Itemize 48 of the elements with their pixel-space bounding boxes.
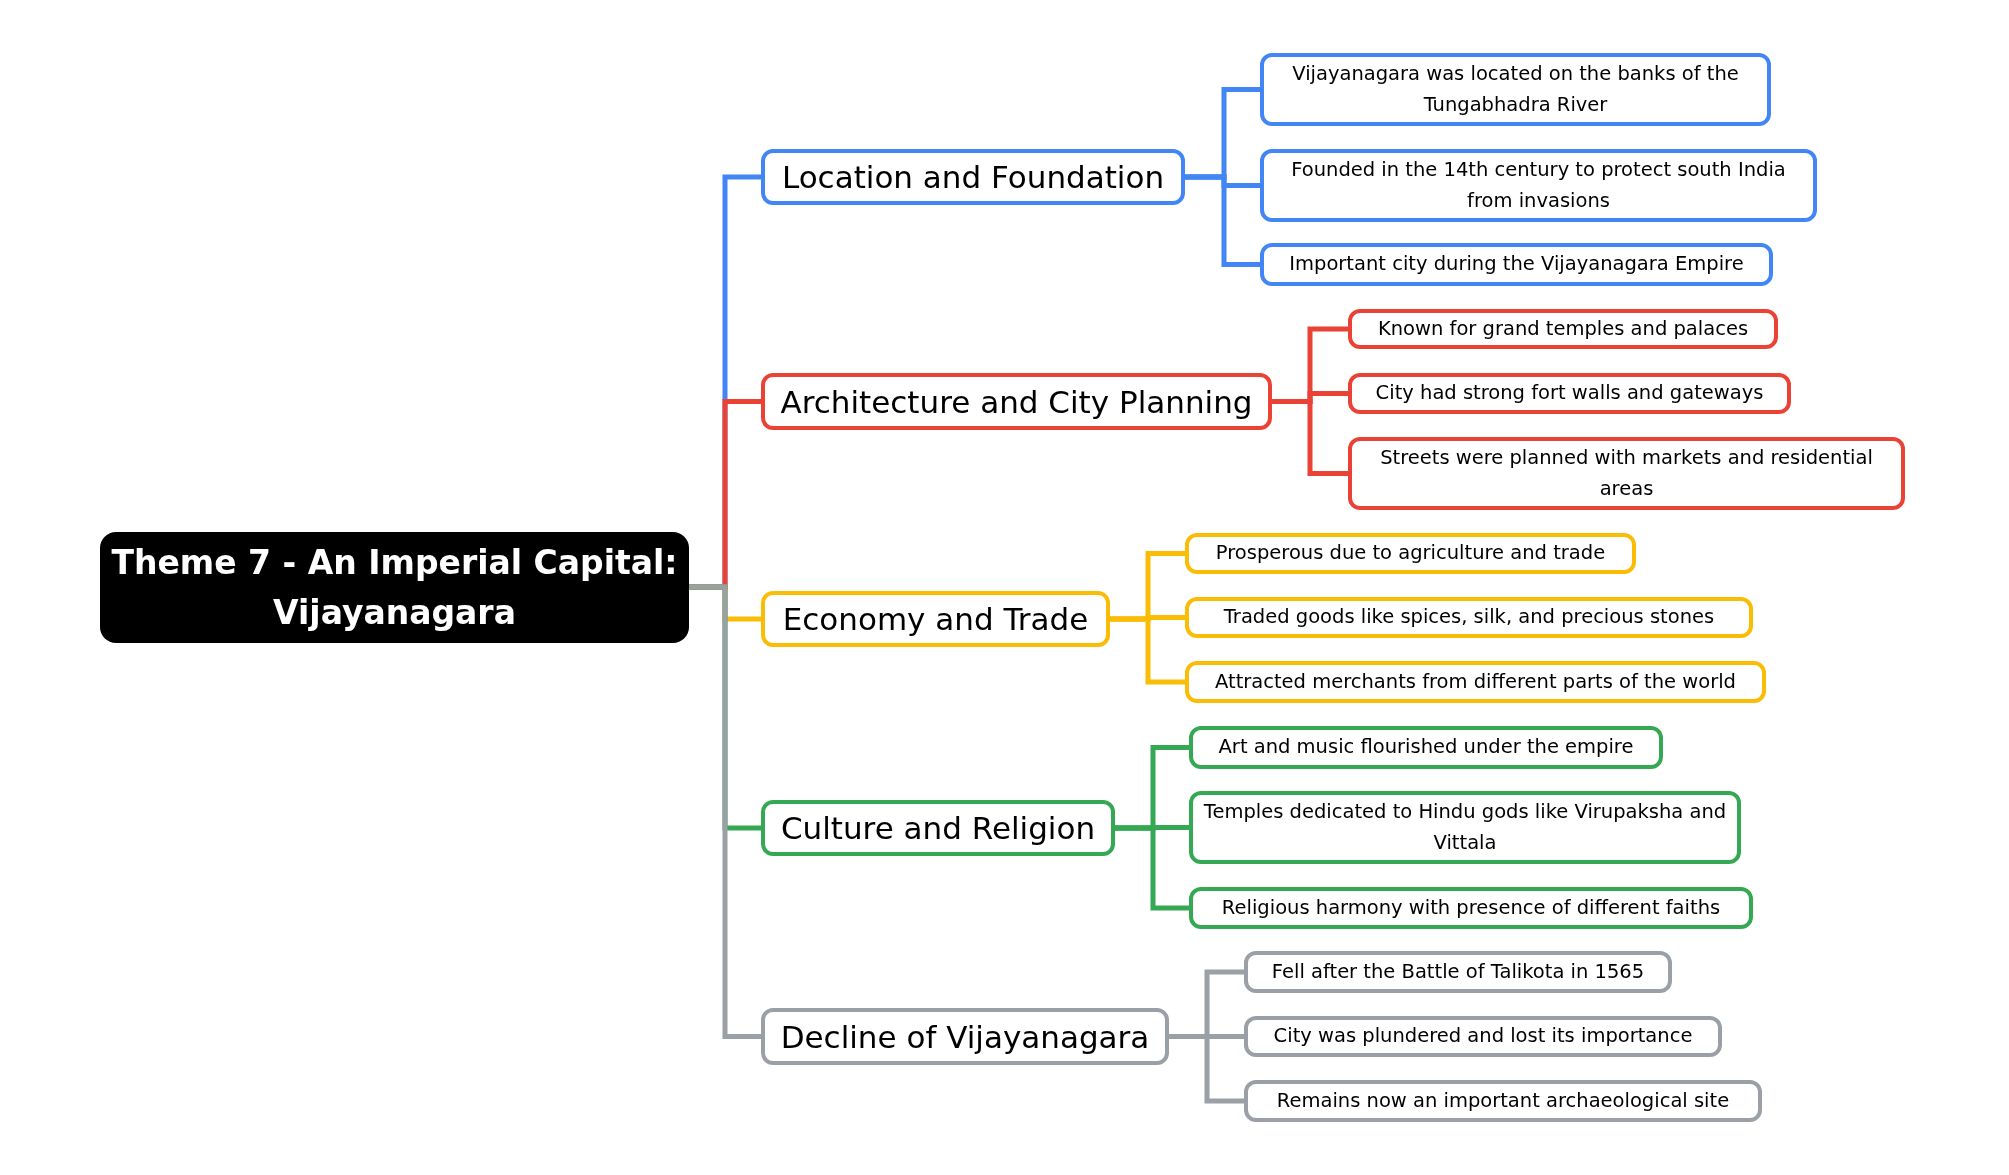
subtopic-box (1244, 1016, 1722, 1057)
topic-text: Culture and Religion (780, 810, 1096, 846)
connector-line (1272, 399, 1348, 476)
topic-text: Fell after the Battle of Talikota in 1565 (1271, 958, 1645, 985)
topic-text: Important city during the Vijayanagara Empire (1289, 251, 1744, 278)
topic-text: Temples dedicated to Hindu gods like Virupaksha and Vittala (1202, 799, 1728, 856)
topic-text: City was plundered and lost its importance (1273, 1023, 1693, 1050)
subtopic-box (1189, 887, 1753, 929)
topic-text: Vijayanagara was located on the banks of the Tungabhadra River (1291, 61, 1740, 118)
subtopic-box (1348, 309, 1778, 349)
topic-text: Religious harmony with presence of different faiths (1221, 894, 1721, 921)
central-topic-box (100, 532, 689, 643)
topic-text: Art and music flourished under the empire (1218, 734, 1634, 761)
subtopic-box (1348, 373, 1791, 414)
topic-text: Known for grand temples and palaces (1377, 315, 1749, 342)
connector-line (1185, 174, 1260, 267)
connector-line (1115, 825, 1189, 911)
subtopic-box (1260, 53, 1771, 126)
topic-text: Location and Foundation (781, 159, 1165, 195)
subtopic-box (1185, 597, 1753, 638)
topic-text: Economy and Trade (782, 601, 1089, 637)
topic-box (761, 1008, 1169, 1065)
subtopic-box (1260, 149, 1817, 222)
topic-text: Decline of Vijayanagara (780, 1018, 1150, 1055)
subtopic-box (1348, 437, 1905, 510)
connector-line (1169, 1034, 1244, 1104)
topic-text: Attracted merchants from different parts of the world (1215, 668, 1736, 695)
topic-text: Streets were planned with markets and residential areas (1379, 445, 1874, 502)
topic-box (761, 149, 1185, 205)
connector-line (689, 584, 761, 1039)
topic-box (761, 591, 1110, 647)
topic-text: Traded goods like spices, silk, and precious stones (1223, 604, 1715, 631)
topic-text: Remains now an important archaeological site (1276, 1087, 1730, 1114)
topic-box (761, 373, 1272, 430)
subtopic-box (1185, 661, 1766, 703)
subtopic-box (1189, 791, 1741, 864)
topic-text: Founded in the 14th century to protect south India from invasions (1290, 157, 1787, 214)
topic-text: Prosperous due to agriculture and trade (1215, 540, 1606, 567)
topic-text: City had strong fort walls and gateways (1375, 380, 1764, 407)
subtopic-box (1189, 726, 1663, 769)
topic-text: Architecture and City Planning (780, 383, 1253, 420)
subtopic-box (1244, 951, 1672, 993)
subtopic-box (1260, 243, 1773, 286)
topic-box (761, 800, 1115, 856)
subtopic-box (1185, 533, 1636, 574)
subtopic-box (1244, 1080, 1762, 1122)
topic-text: Theme 7 - An Imperial Capital: Vijayanagara (110, 542, 679, 634)
connector-line (1110, 616, 1185, 685)
